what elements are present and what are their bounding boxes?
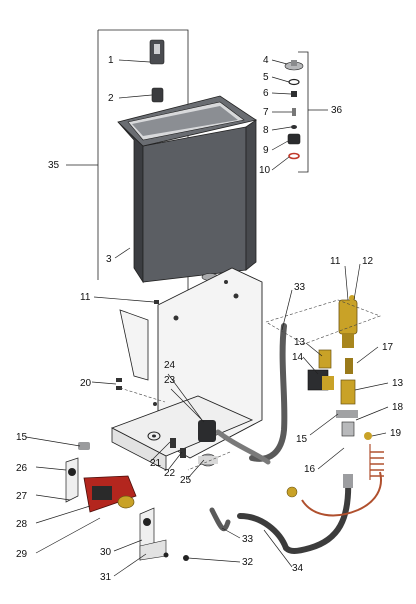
float-magnet — [151, 87, 164, 103]
callout-16: 16 — [304, 464, 316, 475]
brass-fittings — [286, 295, 372, 498]
callout-13-right: 13 — [392, 378, 404, 389]
callout-11-left: 11 — [80, 292, 91, 303]
pump-assembly — [65, 457, 167, 561]
callout-labels: 1 2 3 4 5 6 7 8 9 10 11 12 11 33 13 17 1… — [16, 55, 404, 583]
callout-13-top: 13 — [294, 337, 306, 348]
callout-10: 10 — [259, 165, 271, 176]
callout-31: 31 — [100, 572, 112, 583]
bracket-36 — [298, 51, 328, 173]
callout-1: 1 — [108, 55, 114, 66]
callout-7: 7 — [263, 107, 269, 118]
callout-36: 36 — [331, 105, 343, 116]
callout-18: 18 — [392, 402, 404, 413]
callout-22: 22 — [164, 468, 176, 479]
callout-29: 29 — [16, 549, 28, 560]
callout-19: 19 — [390, 428, 402, 439]
callout-25: 25 — [180, 475, 192, 486]
callout-34: 34 — [292, 563, 304, 574]
callout-12: 12 — [362, 256, 374, 267]
callout-30: 30 — [100, 547, 112, 558]
callout-8: 8 — [263, 125, 269, 136]
callout-35: 35 — [48, 160, 60, 171]
callout-14: 14 — [292, 352, 304, 363]
callout-21: 21 — [150, 458, 162, 469]
callout-26: 26 — [16, 463, 28, 474]
solenoid-valve — [307, 369, 334, 391]
callout-32: 32 — [242, 557, 254, 568]
callout-15-left: 15 — [16, 432, 28, 443]
callout-17: 17 — [382, 342, 394, 353]
float-switch — [149, 39, 165, 65]
leader-lines — [25, 59, 389, 577]
callout-23: 23 — [164, 375, 176, 386]
callout-24: 24 — [164, 360, 176, 371]
callout-2: 2 — [108, 93, 114, 104]
callout-33-bottom: 33 — [242, 534, 254, 545]
callout-9: 9 — [263, 145, 269, 156]
callout-4: 4 — [263, 55, 269, 66]
callout-27: 27 — [16, 491, 28, 502]
valve-kit-parts — [284, 60, 304, 160]
callout-6: 6 — [263, 88, 269, 99]
mounting-frame — [110, 267, 263, 471]
callout-15-right: 15 — [296, 434, 308, 445]
callout-20: 20 — [80, 378, 92, 389]
copper-coil — [369, 444, 384, 480]
assembly-guides — [119, 299, 381, 471]
hoses — [209, 323, 382, 554]
callout-28: 28 — [16, 519, 28, 530]
callout-3: 3 — [106, 254, 112, 265]
callout-33-top: 33 — [294, 282, 306, 293]
callout-5: 5 — [263, 72, 269, 83]
small-hardware — [78, 300, 218, 561]
callout-11-top: 11 — [330, 256, 341, 267]
water-tank — [117, 95, 257, 284]
